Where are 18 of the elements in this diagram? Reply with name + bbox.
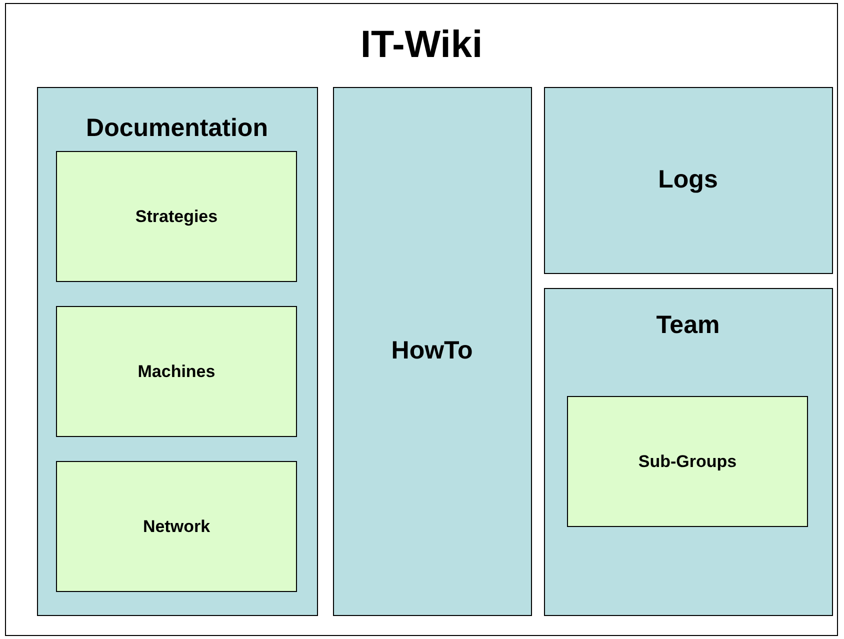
section-label: Documentation (85, 114, 269, 142)
section-label: Logs (657, 166, 719, 194)
section-label: Strategies (134, 206, 219, 226)
section-label: HowTo (390, 336, 474, 366)
title: IT-Wiki (359, 24, 484, 67)
frame-box (5, 3, 838, 636)
section-box (544, 86, 832, 274)
section-box (332, 86, 532, 616)
section-box (56, 151, 297, 282)
section-label: Network (142, 516, 212, 536)
section-box (544, 288, 832, 616)
section-label: Sub-Groups (637, 452, 738, 472)
section-box (36, 86, 318, 616)
section-label: Machines (136, 362, 216, 382)
section-box (56, 306, 297, 437)
section-box (56, 461, 297, 592)
section-label: Team (655, 310, 721, 340)
section-box (567, 396, 808, 527)
